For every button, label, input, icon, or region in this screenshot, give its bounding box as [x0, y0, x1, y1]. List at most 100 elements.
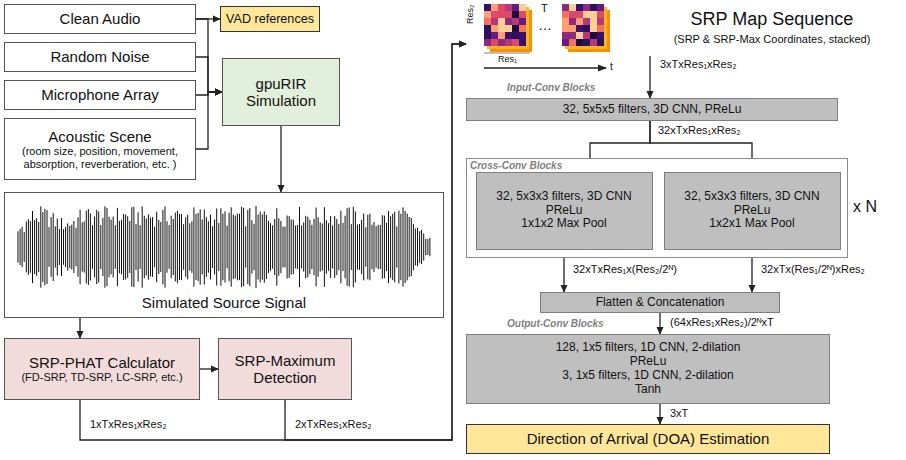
block-heading: Cross-Conv Blocks	[470, 160, 562, 172]
dimension-label: 3xT	[668, 407, 690, 420]
srp-cell	[505, 39, 512, 46]
node-text: PReLu	[546, 204, 583, 218]
connector	[659, 404, 660, 424]
srp-cell	[582, 31, 589, 38]
srp-cell	[576, 18, 583, 25]
srp-cell	[518, 38, 525, 45]
dimension-label: 32xTxRes₁x(Res₂/2ᴺ)	[571, 263, 679, 276]
node-text: (room size, position, movement, absorpti…	[9, 145, 191, 170]
srp-cell	[511, 17, 518, 24]
srp-cell	[568, 17, 575, 24]
srp-cell	[491, 11, 498, 18]
srp-cell	[589, 10, 596, 17]
srp-cell	[518, 24, 525, 31]
output-box: VAD references	[220, 6, 320, 32]
srp-cell	[518, 10, 525, 17]
srp-cell	[491, 4, 498, 11]
node-title: Microphone Array	[41, 86, 159, 103]
srp-cell	[504, 38, 511, 45]
srp-cell	[484, 39, 491, 46]
srp-cell	[519, 39, 526, 46]
time-axis	[484, 67, 606, 68]
srp-cell	[596, 24, 603, 31]
srp-cell	[505, 25, 512, 32]
srp-cell	[596, 31, 603, 38]
srp-cell	[583, 4, 590, 11]
node-text: 32, 5x5x5 filters, 3D CNN, PReLu	[563, 103, 742, 117]
srp-cell	[511, 10, 518, 17]
srp-cell	[512, 11, 519, 18]
srp-cell	[589, 17, 596, 24]
srp-cell	[569, 39, 576, 46]
input-box: Acoustic Scene(room size, position, move…	[4, 118, 196, 180]
srp-cell	[590, 4, 597, 11]
srp-cell	[511, 24, 518, 31]
srp-cell	[512, 32, 519, 39]
srp-cell	[490, 38, 497, 45]
srp-cell	[569, 4, 576, 11]
ellipsis: …	[538, 18, 552, 33]
node-title: Simulated Source Signal	[142, 294, 306, 311]
node-title: SRP-Maximum Detection	[223, 352, 347, 387]
output-box: Direction of Arrival (DOA) Estimation	[466, 424, 830, 454]
srp-cell	[484, 25, 491, 32]
srp-cell	[597, 4, 604, 11]
node-title: Random Noise	[50, 48, 149, 65]
node-text: PReLu	[630, 355, 667, 369]
srp-cell	[511, 38, 518, 45]
srp-cell	[484, 11, 491, 18]
srp-cell	[519, 25, 526, 32]
srp-cell	[519, 11, 526, 18]
connector	[649, 56, 650, 98]
node-text: 3, 1x5 filters, 1D CNN, 2-dilation	[562, 369, 733, 383]
waveform	[18, 206, 430, 288]
srp-cell	[568, 38, 575, 45]
srp-cell	[568, 10, 575, 17]
res-bracket	[484, 53, 530, 54]
block-heading: Input-Conv Blocks	[507, 82, 595, 94]
conv-block: 32, 5x3x3 filters, 3D CNNPReLu1x1x2 Max …	[476, 172, 653, 250]
srp-cell	[497, 24, 504, 31]
block-group: Cross-Conv Blocks32, 5x3x3 filters, 3D C…	[466, 158, 848, 258]
node-text: 128, 1x5 filters, 1D CNN, 2-dilation	[556, 341, 741, 355]
srp-cell	[575, 17, 582, 24]
srp-cell	[562, 39, 569, 46]
srp-cell	[582, 24, 589, 31]
srp-cell	[590, 25, 597, 32]
srp-cell	[583, 32, 590, 39]
process-box: SRP-Maximum Detection	[218, 338, 352, 400]
srp-cell	[575, 24, 582, 31]
input-box: Microphone Array	[4, 80, 196, 110]
connector	[196, 19, 222, 92]
srp-cell	[583, 25, 590, 32]
srp-cell	[562, 4, 569, 11]
node-text: 1x1x2 Max Pool	[521, 217, 606, 231]
connector	[196, 92, 222, 149]
srp-cell	[597, 25, 604, 32]
srp-cell	[590, 32, 597, 39]
srp-cell	[597, 32, 604, 39]
srp-cell	[512, 4, 519, 11]
srp-cell	[576, 39, 583, 46]
input-box: Clean Audio	[4, 4, 196, 34]
srp-cell	[504, 10, 511, 17]
srp-cell	[512, 25, 519, 32]
srp-cell	[491, 32, 498, 39]
srp-cell	[491, 25, 498, 32]
srp-cell	[590, 39, 597, 46]
axis-label: T	[541, 2, 548, 14]
srp-cell	[590, 18, 597, 25]
srp-cell	[497, 17, 504, 24]
srp-cell	[504, 31, 511, 38]
srp-cell	[484, 18, 491, 25]
srp-cell	[562, 25, 569, 32]
srp-cell	[497, 10, 504, 17]
srp-cell	[582, 17, 589, 24]
srp-cell	[590, 11, 597, 18]
srp-cell	[491, 39, 498, 46]
connector	[79, 318, 80, 338]
signal-panel: Simulated Source Signal	[4, 192, 444, 318]
srp-cell	[491, 18, 498, 25]
srp-cell	[583, 39, 590, 46]
srp-cell	[497, 38, 504, 45]
